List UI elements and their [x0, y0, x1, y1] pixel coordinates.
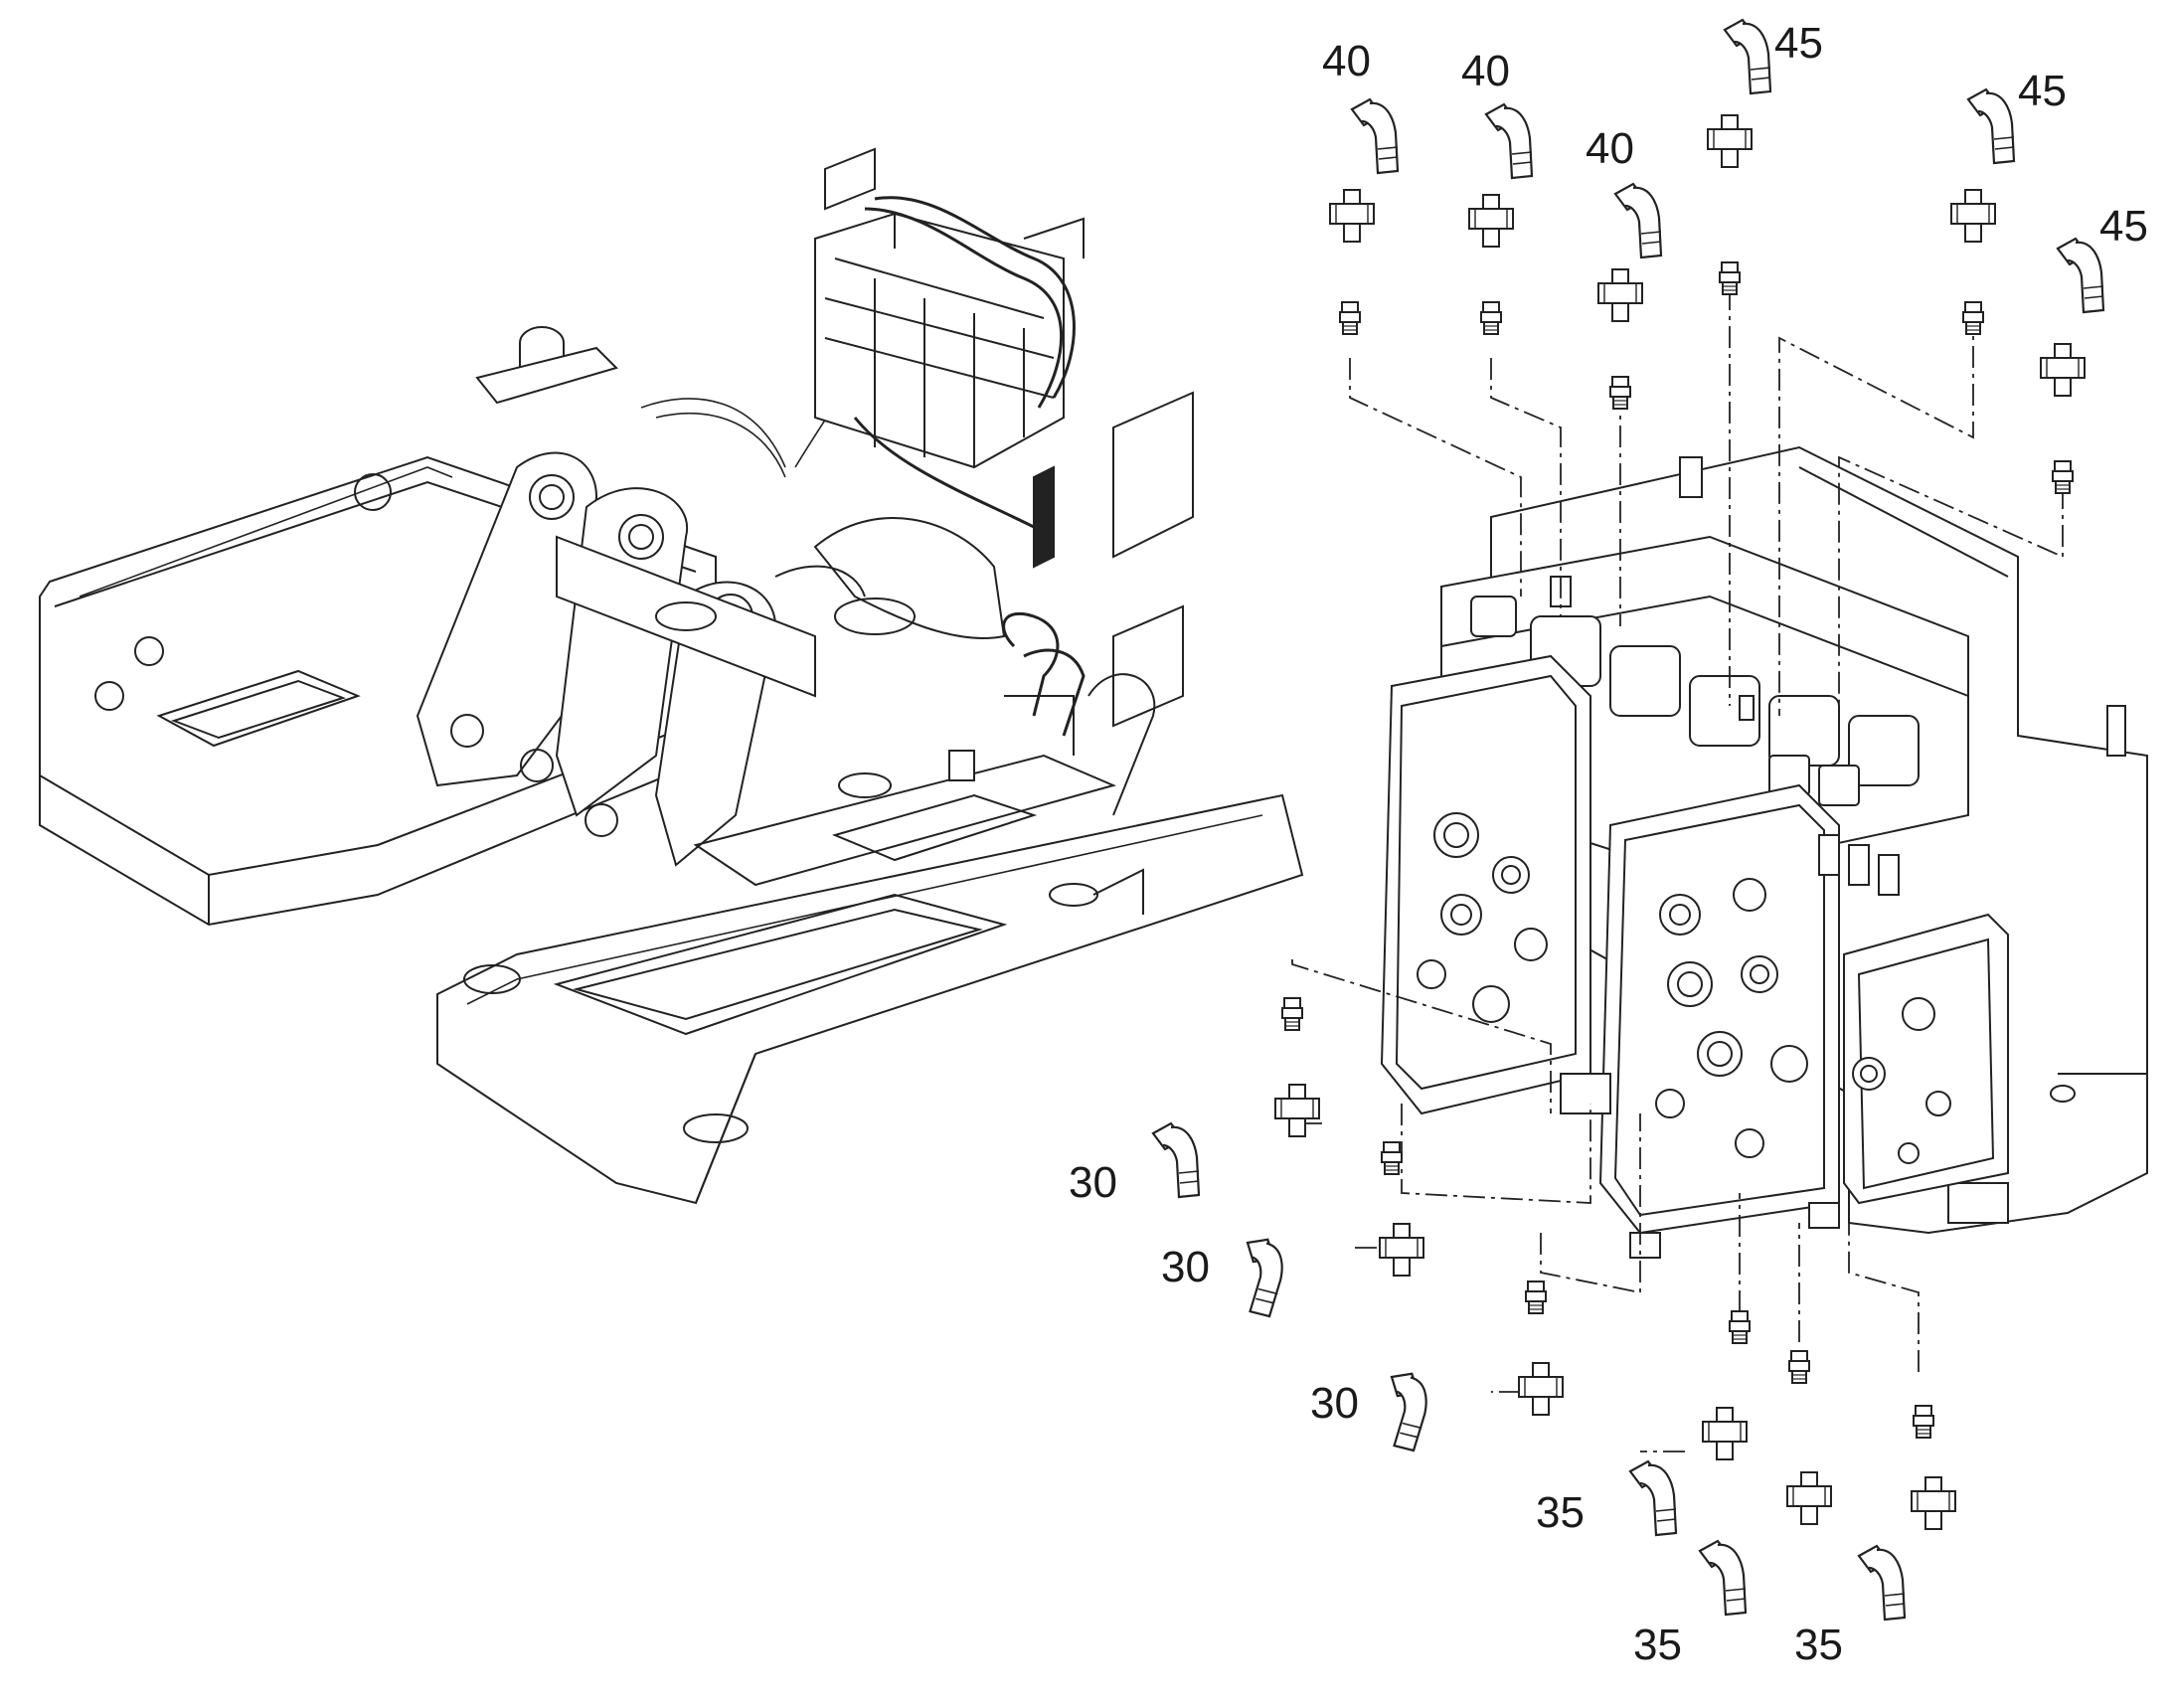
callout-40: 40	[1586, 124, 1634, 173]
main-control-valve	[1380, 445, 2148, 1259]
callout-35: 35	[1536, 1488, 1585, 1537]
callout-30: 30	[1310, 1379, 1359, 1428]
callout-35: 35	[1794, 1621, 1843, 1669]
callout-40: 40	[1461, 47, 1510, 95]
leader-lines	[1291, 288, 2064, 1452]
callout-30: 30	[1069, 1158, 1117, 1207]
callout-30: 30	[1161, 1243, 1210, 1291]
callout-45: 45	[2099, 202, 2148, 251]
callout-45: 45	[1774, 19, 1823, 68]
top-fittings	[1329, 18, 2105, 494]
upper-frame-assembly	[39, 147, 1304, 1205]
callout-45: 45	[2018, 67, 2067, 115]
callout-35: 35	[1633, 1621, 1682, 1669]
callout-40: 40	[1322, 37, 1371, 85]
